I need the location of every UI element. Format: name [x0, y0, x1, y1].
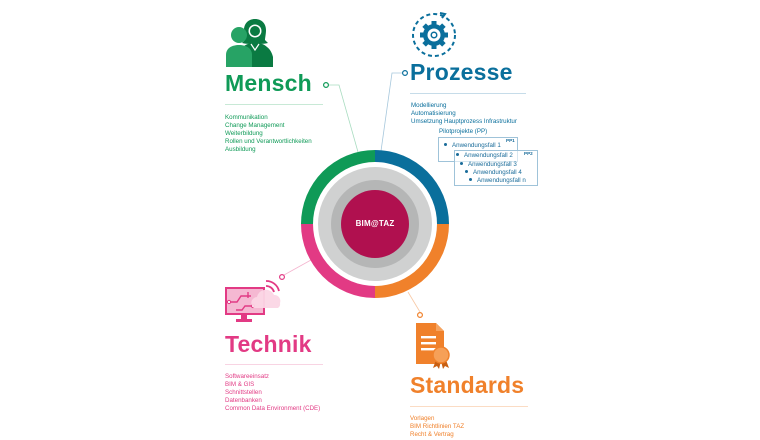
ring-segment-mensch — [301, 150, 375, 224]
list-item: Common Data Environment (CDE) — [225, 404, 321, 412]
center-wheel — [301, 150, 449, 298]
list-item: BIM Richtlinien TAZ — [410, 422, 465, 430]
mensch-divider — [225, 104, 323, 105]
ring-segment-technik — [301, 224, 375, 298]
computer-cloud-icon — [225, 280, 281, 322]
bullet-icon — [465, 169, 468, 173]
mensch-title: Mensch — [225, 70, 312, 96]
list-item: Ausbildung — [225, 145, 256, 153]
list-item: BIM & GIS — [225, 380, 255, 388]
pp-case-item: Anwendungsfall 4 — [465, 169, 522, 176]
connector-standards — [407, 291, 424, 319]
list-item: Kommunikation — [225, 114, 268, 121]
center-label: BIM@TAZ — [355, 219, 395, 228]
list-item: Schnittstellen — [225, 388, 262, 396]
ring-segment-standards — [375, 224, 449, 298]
list-item: Datenbanken — [225, 396, 262, 404]
center-disc — [341, 190, 409, 258]
pp1-tag: PP1 — [506, 138, 515, 143]
pp2-box — [454, 150, 538, 186]
technik-list: Softwareeinsatz BIM & GIS Schnittstellen… — [225, 373, 320, 413]
list-item: Automatisierung — [411, 109, 456, 117]
pp-case-item: Anwendungsfall 2 — [456, 152, 513, 159]
list-item: Umsetzung Hauptprozess Infrastruktur — [411, 117, 517, 125]
prozesse-title: Prozesse — [410, 59, 513, 85]
list-item: Vorlagen — [410, 415, 435, 422]
prozesse-divider — [410, 93, 526, 94]
bullet-icon — [456, 152, 459, 156]
technik-divider — [225, 364, 323, 365]
list-item: Softwareeinsatz — [225, 373, 270, 380]
list-item: Weiterbildung — [225, 129, 263, 137]
pp-case-item: Anwendungsfall n — [469, 177, 526, 184]
list-item: Change Management — [225, 121, 285, 129]
bullet-icon — [460, 161, 463, 165]
standards-divider — [410, 406, 528, 407]
pp2-tag: PP2 — [524, 151, 533, 156]
bullet-icon — [469, 177, 472, 181]
mensch-list: Kommunikation Change Management Weiterbi… — [225, 114, 312, 154]
pp-case-item: Anwendungsfall 1 — [444, 142, 501, 149]
gear-cycle-icon — [412, 12, 456, 57]
connector-prozesse — [380, 69, 409, 152]
list-item: Modellierung — [411, 102, 447, 109]
bullet-icon — [444, 142, 447, 146]
list-item: Recht & Vertrag — [410, 430, 454, 438]
people-icon — [226, 19, 273, 67]
standards-title: Standards — [410, 372, 525, 398]
connector-mensch — [323, 81, 359, 153]
list-item: Rollen und Verantwortlichkeiten — [225, 137, 312, 145]
connector-technik — [279, 259, 312, 281]
standards-list: Vorlagen BIM Richtlinien TAZ Recht & Ver… — [410, 415, 464, 439]
prozesse-list: Modellierung Automatisierung Umsetzung H… — [411, 102, 517, 126]
technik-title: Technik — [225, 331, 312, 357]
pilot-projects-label: Pilotprojekte (PP) — [439, 128, 488, 135]
certificate-document-icon — [416, 323, 450, 369]
pp-case-item: Anwendungsfall 3 — [460, 161, 517, 168]
ring-segment-prozesse — [375, 150, 449, 224]
